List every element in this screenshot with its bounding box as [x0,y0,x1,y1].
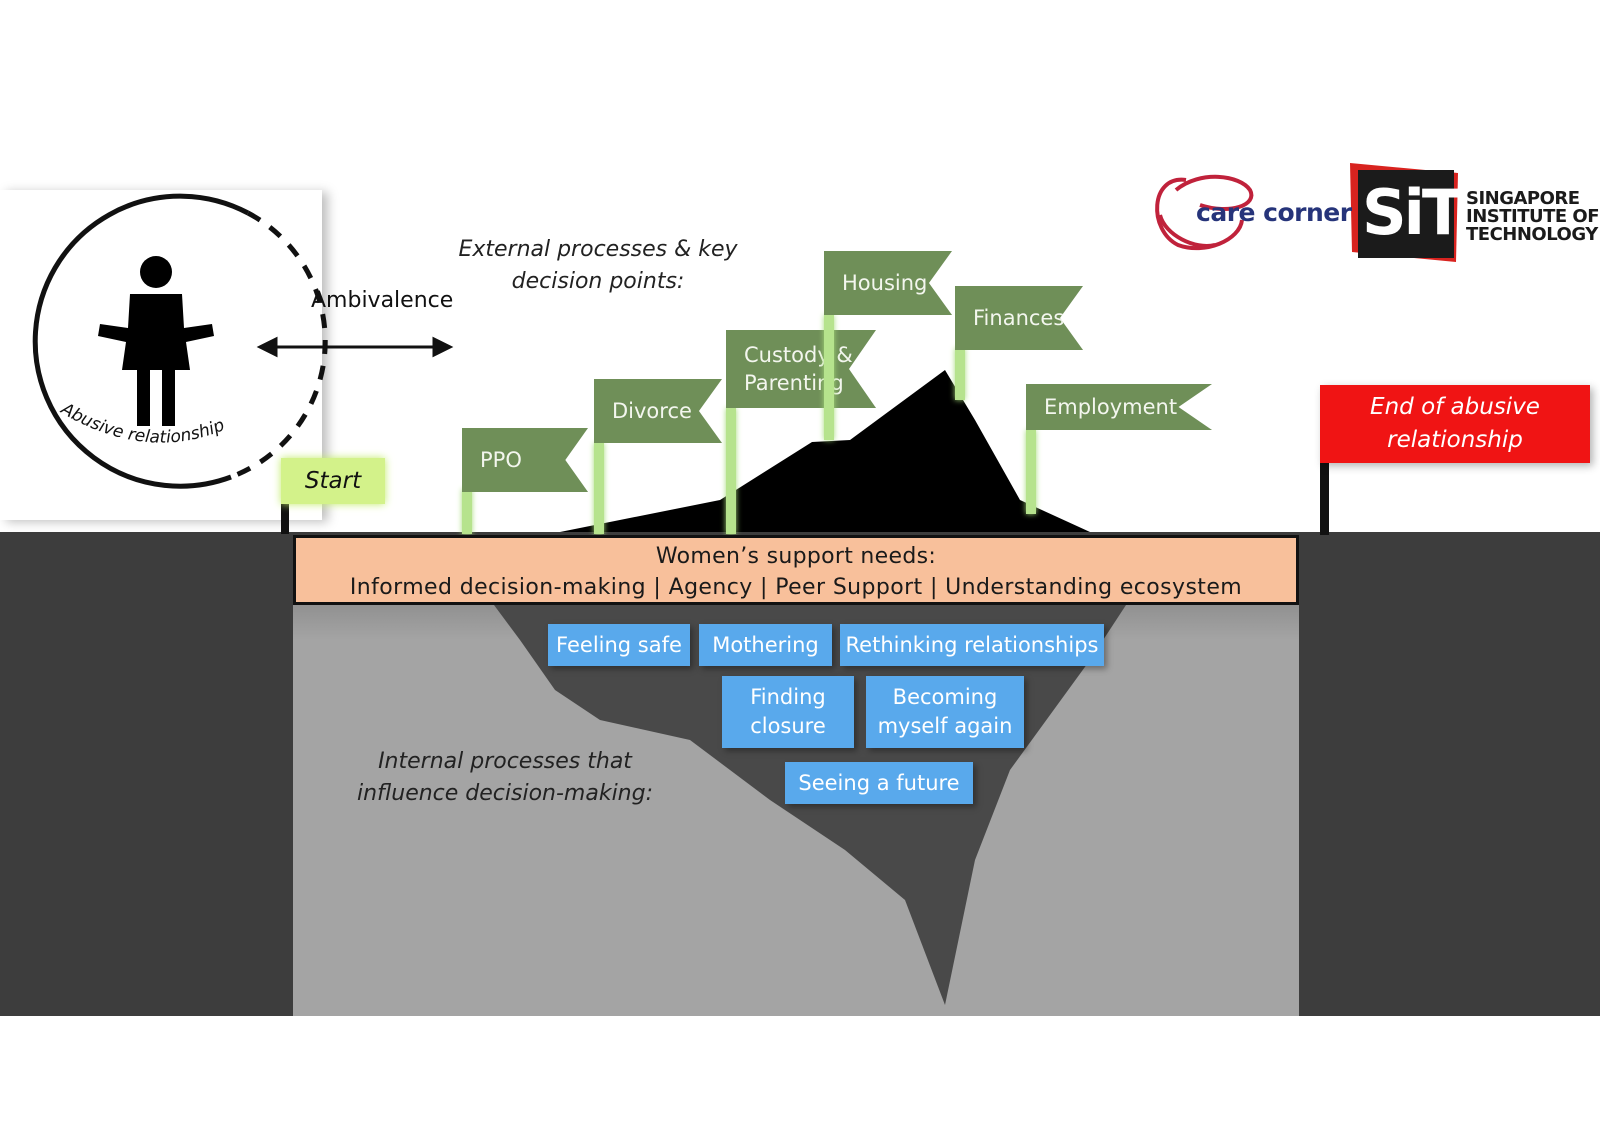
end-line2: relationship [1387,427,1523,453]
external-heading: External processes & key decision points… [448,234,748,298]
internal-box-feeling-safe: Feeling safe [548,624,690,666]
flag-custody-label: Custody & Parenting [744,341,853,397]
flag-divorce-label: Divorce [612,399,692,423]
sit-logo-name: SINGAPORE INSTITUTE OF TECHNOLOGY [1466,188,1600,245]
start-pole [281,504,289,534]
becoming-line1: Becoming [892,685,998,709]
flag-pole-housing [824,315,834,440]
internal-heading: Internal processes that influence decisi… [345,746,665,810]
flag-ppo-label: PPO [480,448,522,472]
internal-box-seeing-a-future: Seeing a future [785,762,973,804]
care-corner-logo: care corner [1196,198,1352,227]
flag-housing-label: Housing [842,271,928,295]
flag-pole-divorce [594,443,604,534]
internal-heading-line2: influence decision-making: [356,781,654,806]
relationship-circle [32,193,250,489]
sit-line2: INSTITUTE OF [1466,206,1600,227]
flag-employment-label: Employment [1044,395,1178,419]
internal-box-becoming-myself-again: Becoming myself again [866,676,1024,748]
flag-custody-line2: Parenting [744,371,844,395]
sit-logo-box [1358,170,1454,258]
becoming-line2: myself again [877,714,1013,738]
finding-closure-line1: Finding [750,685,826,709]
ambivalence-arrow [256,336,454,358]
start-flag: Start [281,458,385,504]
flag-custody-line1: Custody & [744,343,853,367]
flag-pole-finances [955,348,965,400]
flag-pole-employment [1026,430,1036,514]
finding-closure-line2: closure [750,714,826,738]
internal-heading-line1: Internal processes that [378,749,632,774]
end-line1: End of abusive [1370,394,1540,420]
external-heading-line1: External processes & key [458,237,738,262]
flag-employment: Employment [1026,384,1212,430]
sit-line1: SINGAPORE [1466,188,1580,209]
internal-box-mothering: Mothering [699,624,832,666]
flag-divorce: Divorce [594,379,722,443]
support-needs-title: Women’s support needs: [655,544,937,569]
internal-box-finding-closure: Finding closure [722,676,854,748]
internal-box-rethinking-relationships: Rethinking relationships [840,624,1104,666]
care-corner-swirl [1155,174,1254,251]
flag-pole-ppo [462,489,472,534]
flag-finances-label: Finances [973,306,1065,330]
support-needs-items: Informed decision-making | Agency | Peer… [349,575,1243,600]
support-needs-band: Women’s support needs: Informed decision… [293,535,1299,605]
relationship-circle-dashed [230,210,328,480]
flag-pole-custody [726,408,736,534]
iceberg-tip [560,370,1090,532]
sit-line3: TECHNOLOGY [1466,224,1598,245]
ambivalence-label: Ambivalence [311,288,454,313]
sit-logo-mark: SiT [1362,176,1464,249]
end-flag: End of abusive relationship [1320,385,1590,463]
person-icon [98,256,214,426]
end-pole [1320,463,1329,535]
external-heading-line2: decision points: [511,269,685,294]
